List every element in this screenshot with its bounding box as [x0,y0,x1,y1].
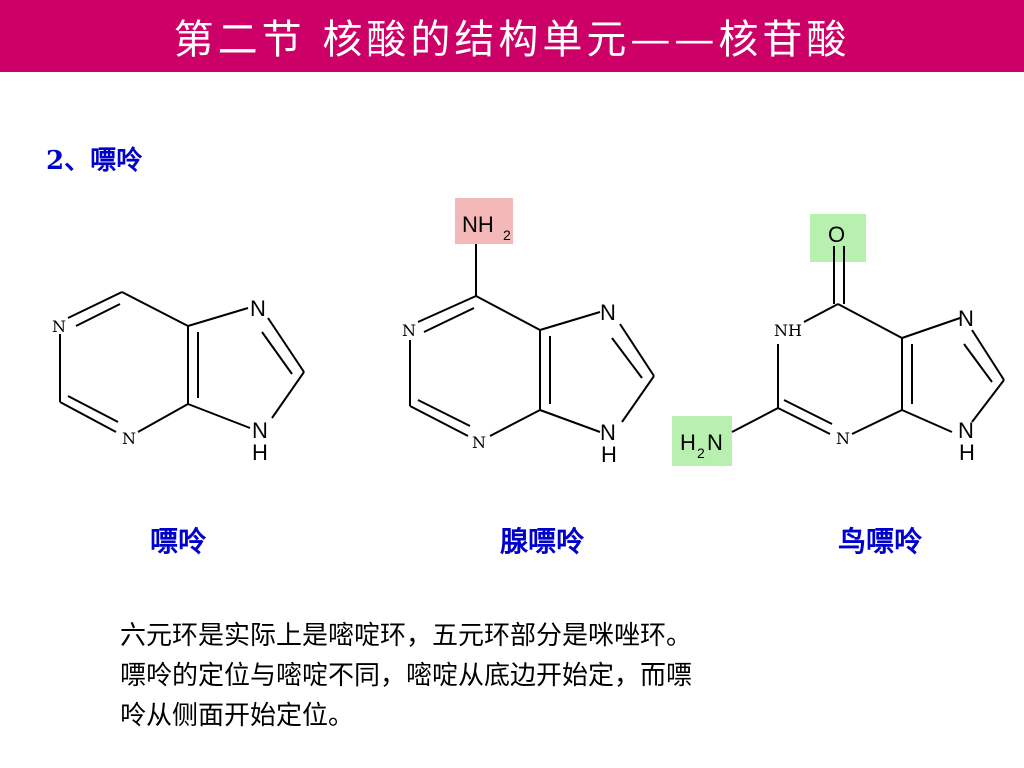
guanine-o: O [828,222,845,247]
guanine-label: 鸟嘌呤 [837,525,922,558]
purine-n7: N [250,296,266,321]
adenine-h9: H [601,442,617,467]
adenine-n1: N [402,321,416,340]
guanine-n9: N [958,418,974,443]
guanine-amine-highlight [672,416,732,466]
adenine-label: 腺嘌呤 [499,525,584,558]
page-title: 第二节 核酸的结构单元——核苷酸 [173,17,851,63]
adenine-n7: N [600,300,616,325]
guanine-n7: N [958,306,974,331]
adenine-amine-n: NH [462,212,494,237]
guanine-h9: H [959,440,975,465]
guanine-amine-h: H [680,430,696,455]
explanation-note: 六元环是实际上是嘧啶环，五元环部分是咪唑环。 嘌呤的定位与嘧啶不同，嘧啶从底边开… [120,616,910,736]
guanine-oxo-highlight [810,214,866,262]
guanine-n3: N [836,429,850,448]
guanine-amine-subscript: 2 [697,445,705,461]
purine-h9: H [252,440,268,465]
title-bar: 第二节 核酸的结构单元——核苷酸 [0,0,1024,72]
note-line-2: 嘌呤的定位与嘧啶不同，嘧啶从底边开始定，而嘌 [120,661,693,691]
adenine-structure [409,244,655,437]
adenine-amine-subscript: 2 [503,227,511,243]
purine-n3: N [122,429,136,448]
note-line-1: 六元环是实际上是嘧啶环，五元环部分是咪唑环。 [120,621,693,651]
adenine-amine-highlight [455,198,513,244]
note-line-3: 呤从侧面开始定位。 [120,701,355,731]
adenine-n3: N [472,433,486,452]
guanine-nh1: NH [774,321,802,340]
section-heading: 2、嘌呤 [46,146,143,176]
guanine-structure [731,246,1005,435]
guanine-amine-n: N [707,430,723,455]
purine-n1: N [52,317,66,336]
purine-n9: N [252,418,268,443]
purine-structure [59,291,305,433]
adenine-n9: N [600,420,616,445]
purine-label: 嘌呤 [149,525,206,558]
